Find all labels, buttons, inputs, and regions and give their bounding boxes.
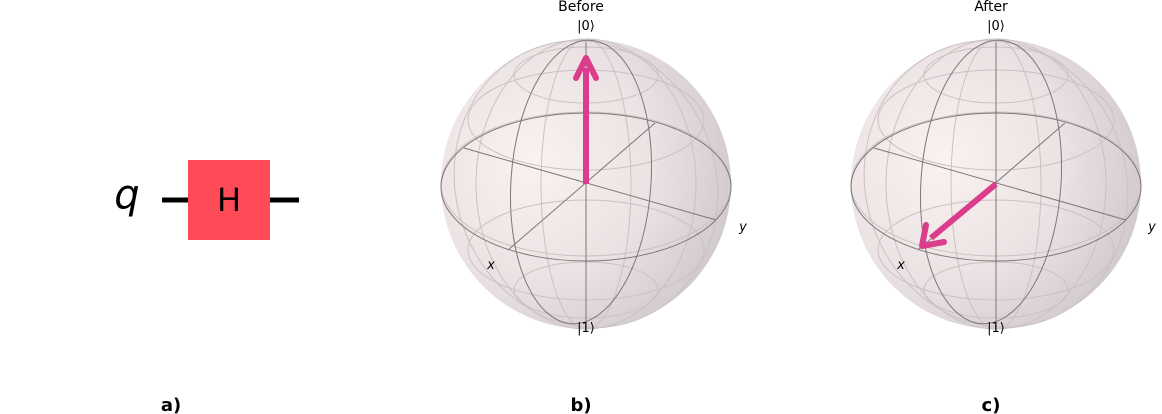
bloch-sphere-after: After |0⟩ |1⟩ x y: [850, 0, 1156, 336]
bloch-sphere-before: Before |0⟩ |1⟩ x y: [440, 0, 747, 336]
state-vector-arrowhead: [573, 55, 599, 81]
panel-label-c: c): [982, 395, 1001, 414]
ket1-label: |1⟩: [987, 321, 1005, 336]
sphere-title: Before: [558, 0, 604, 15]
ket1-label: |1⟩: [577, 321, 595, 336]
sphere-title: After: [974, 0, 1008, 15]
qubit-label: q: [114, 172, 139, 218]
circuit-panel: q H: [114, 160, 299, 240]
hadamard-gate: [188, 160, 270, 240]
ket0-label: |0⟩: [987, 19, 1005, 34]
panel-label-b: b): [570, 395, 591, 414]
state-vector: [929, 181, 998, 241]
state-vector-arrowhead: [919, 222, 947, 249]
x-axis-label: x: [486, 258, 495, 273]
ket0-label: |0⟩: [577, 19, 595, 34]
x-axis-label: x: [896, 258, 905, 273]
panel-label-a: a): [161, 395, 181, 414]
y-axis-label: y: [1147, 220, 1156, 235]
y-axis-label: y: [738, 220, 747, 235]
gate-label: H: [217, 181, 241, 219]
